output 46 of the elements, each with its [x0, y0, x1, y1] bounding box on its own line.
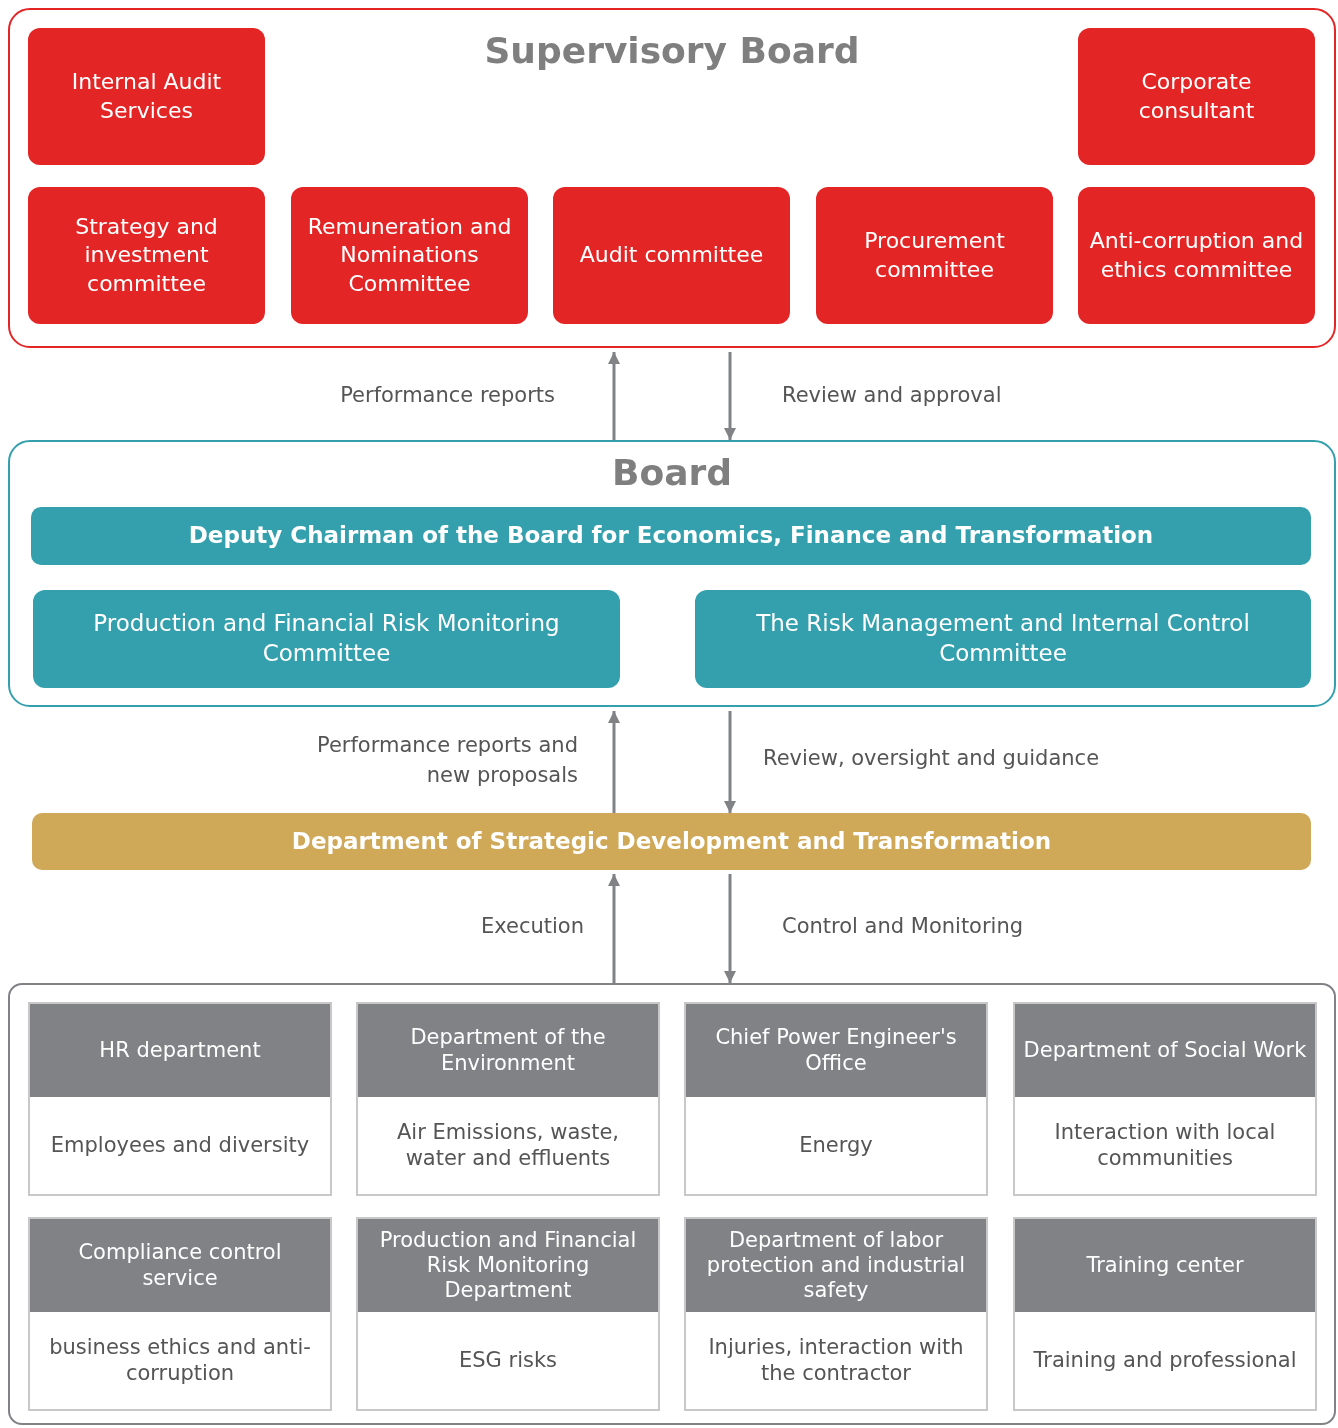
card-description: ESG risks [457, 1347, 559, 1374]
arrow [608, 711, 620, 813]
department-card [684, 1217, 988, 1411]
department-card [356, 1217, 660, 1411]
committee-box: Anti-corruption and ethics committee [1078, 187, 1315, 324]
arrow [724, 352, 736, 440]
card-description: Energy [798, 1132, 874, 1159]
committee-box: Remuneration and Nominations Committee [291, 187, 528, 324]
card-heading: Production and Financial Risk Monitoring Department [358, 1219, 658, 1312]
group-panel [8, 8, 1336, 348]
card-heading: Department of labor protection and industrial safety [686, 1219, 986, 1312]
card-description: Employees and diversity [49, 1132, 311, 1159]
committee-box: Procurement committee [816, 187, 1053, 324]
department-bar: Deputy Chairman of the Board for Economics, Finance and Transformation [31, 507, 1311, 565]
arrow [608, 874, 620, 983]
card-heading: Compliance control service [30, 1219, 330, 1312]
card-description: Interaction with local communities [1053, 1120, 1277, 1171]
card-heading: Department of Social Work [1015, 1004, 1315, 1097]
card-description: Training and professional [1032, 1347, 1298, 1374]
arrow [608, 352, 620, 440]
department-bar: Department of Strategic Development and Transformation [32, 813, 1311, 870]
arrow [724, 711, 736, 813]
card-heading: Department of the Environment [358, 1004, 658, 1097]
card-description: Injuries, interaction with the contractor [707, 1335, 965, 1386]
panel-title: Supervisory Board [484, 30, 860, 71]
committee-box: Strategy and investment committee [28, 187, 265, 324]
card-description: business ethics and anti-corruption [48, 1335, 312, 1386]
panel-title: Board [612, 452, 732, 493]
card-description: Air Emissions, waste, water and effluents [395, 1120, 621, 1171]
department-card [28, 1002, 332, 1196]
arrow [724, 874, 736, 983]
department-card [28, 1217, 332, 1411]
committee-box: Audit committee [553, 187, 790, 324]
department-card [1013, 1002, 1317, 1196]
card-heading: Chief Power Engineer's Office [686, 1004, 986, 1097]
department-card [356, 1002, 660, 1196]
committee-box: Internal Audit Services [28, 28, 265, 165]
card-heading: HR department [30, 1004, 330, 1097]
committee-box: The Risk Management and Internal Control Committee [695, 590, 1311, 688]
card-heading: Training center [1015, 1219, 1315, 1312]
committee-box: Production and Financial Risk Monitoring Committee [33, 590, 620, 688]
group-panel [8, 440, 1336, 707]
department-card [1013, 1217, 1317, 1411]
department-card [684, 1002, 988, 1196]
committee-box: Corporate consultant [1078, 28, 1315, 165]
group-panel [8, 983, 1336, 1425]
